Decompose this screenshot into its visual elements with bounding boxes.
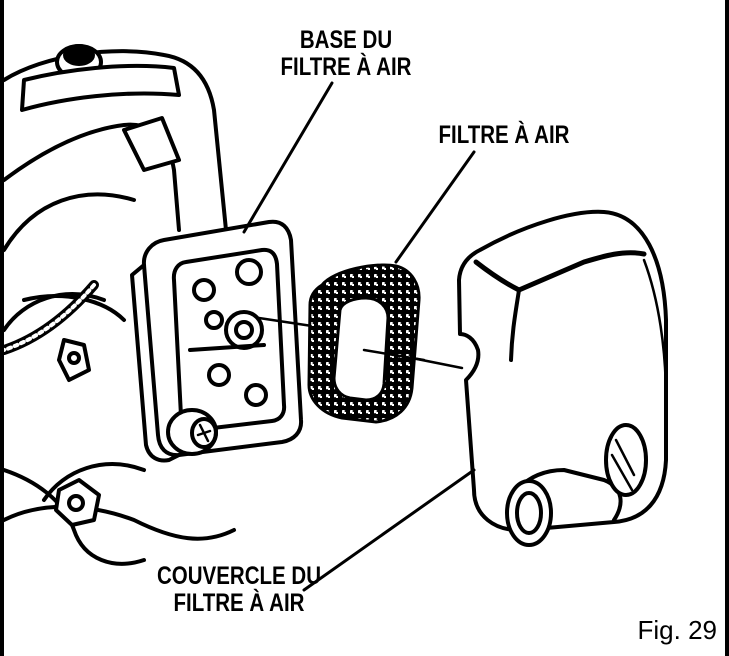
label-filter-line1: FILTRE À AIR <box>438 121 570 149</box>
label-air-filter-base: BASE DU FILTRE À AIR <box>280 26 412 81</box>
label-air-filter: FILTRE À AIR <box>422 122 586 149</box>
diagram-artwork <box>4 44 668 592</box>
label-base-line2: FILTRE À AIR <box>280 53 412 81</box>
figure-number: Fig. 29 <box>637 615 718 645</box>
air-filter-base <box>130 81 334 463</box>
foam-filter <box>307 150 476 424</box>
label-cover-line1: COUVERCLE DU <box>156 562 321 590</box>
label-cover-line2: FILTRE À AIR <box>173 589 305 617</box>
label-base-line1: BASE DU <box>299 26 393 54</box>
label-air-filter-cover: COUVERCLE DU FILTRE À AIR <box>145 563 334 617</box>
engine-housing <box>4 44 245 566</box>
air-filter-cover <box>302 209 668 592</box>
